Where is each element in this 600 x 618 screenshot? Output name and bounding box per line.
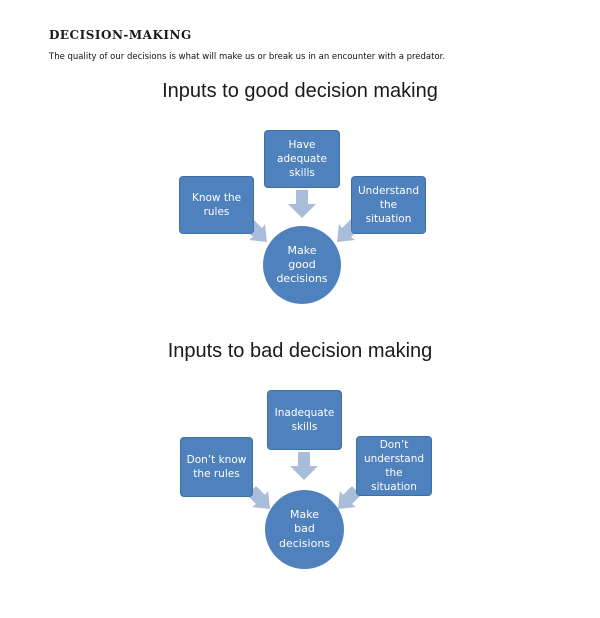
good-right-box: Understand the situation xyxy=(351,176,426,234)
bad-arrow-right-in xyxy=(338,486,361,509)
good-top-box: Have adequate skills xyxy=(264,130,340,188)
section-heading: DECISION-MAKING xyxy=(49,28,192,42)
bad-center-circle: Make bad decisions xyxy=(265,490,344,569)
bad-left-box: Don’t know the rules xyxy=(180,437,253,497)
good-center-circle: Make good decisions xyxy=(263,226,341,304)
bad-right-box: Don’t understand the situation xyxy=(356,436,432,496)
good-diagram-title: Inputs to good decision making xyxy=(162,80,438,102)
good-left-box: Know the rules xyxy=(179,176,254,234)
intro-text: The quality of our decisions is what wil… xyxy=(49,52,446,62)
good-arrow-down xyxy=(288,190,316,218)
bad-arrow-down xyxy=(290,452,318,480)
bad-diagram-title: Inputs to bad decision making xyxy=(167,340,433,362)
bad-top-box: Inadequate skills xyxy=(267,390,342,450)
